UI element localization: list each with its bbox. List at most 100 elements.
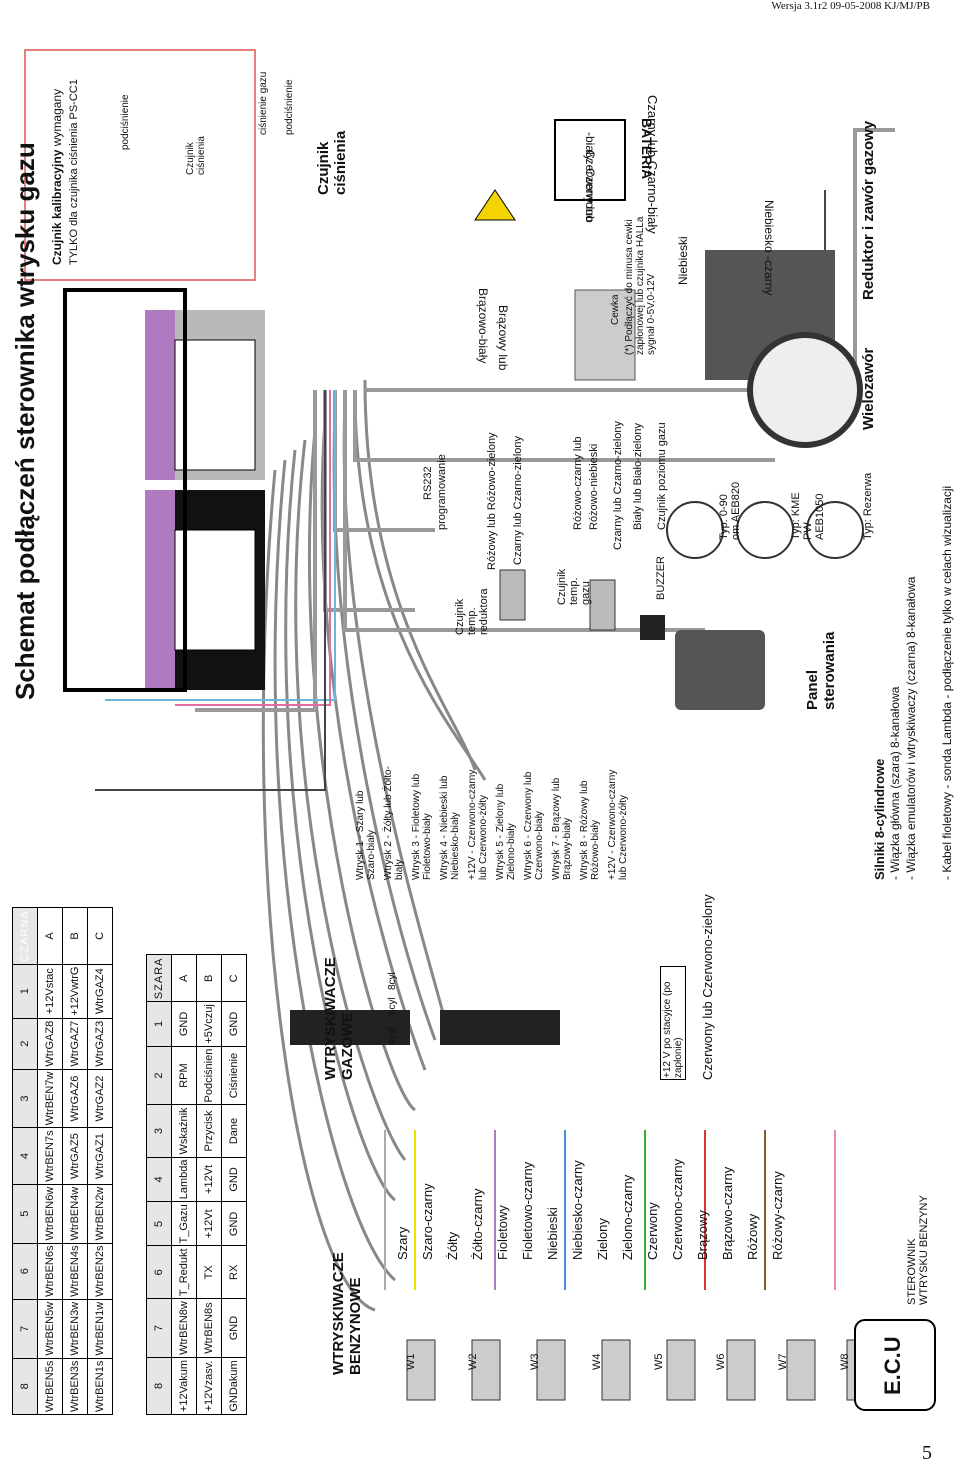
reducer-temp-label: Czujnik temp. reduktora xyxy=(454,588,490,635)
sensor-wire-pink-2: Różowo-czarny lub xyxy=(572,436,584,530)
coil-note: (*) Podłączyć do minusa cewki zapłonowej… xyxy=(624,216,657,355)
battery-icon xyxy=(554,119,626,201)
gas-wire-label: Wtrysk 6 - Czerwony lub Czerwono-biały xyxy=(523,771,545,880)
table-cell: +12Vt xyxy=(196,1157,222,1202)
level-type-2: Typ: KME PW AEB1050 xyxy=(790,492,826,540)
petrol-injector-label: W8 xyxy=(839,1353,851,1371)
table-cell: +12Vakum xyxy=(171,1357,197,1415)
table-cell: +5Vczuj xyxy=(196,1001,222,1047)
panel-label: Panel sterowania xyxy=(804,631,838,710)
legend-line-2: - Wiązka emulatorów i wtryskiwaczy (czar… xyxy=(904,576,918,880)
table-header-cell: 5 xyxy=(12,1184,38,1244)
petrol-wire-label: Żółto-czarny xyxy=(470,1188,485,1260)
table-row-label: C xyxy=(221,955,247,1002)
gas-wire-label: Wtrysk 5 - Zielony lub Zielono-biały xyxy=(495,783,517,880)
petrol-injector-label: W4 xyxy=(591,1353,603,1371)
battery-wire-red-2: Czerwono xyxy=(583,168,597,223)
table-row-label: B xyxy=(62,907,88,965)
plus12-note: +12 V po stacyjce (po zapłonie) xyxy=(660,966,686,1080)
table-name: CZARNA xyxy=(12,907,38,965)
grey-plug xyxy=(145,310,265,480)
gas-wire-label: Wtrysk 4 - Niebieski lub Niebiesko-biały xyxy=(439,775,461,880)
main-bundles xyxy=(195,128,895,712)
cyl-4: 4cyl xyxy=(387,1027,398,1045)
table-header-cell: 1 xyxy=(146,1001,172,1047)
table-cell: Wskaźnik xyxy=(171,1104,197,1158)
petrol-injector-label: W2 xyxy=(467,1353,479,1371)
sensor-wire-white-blue: Biały lub Biało-zielony xyxy=(632,423,644,530)
level-sensor-label: Czujnik poziomu gazu xyxy=(656,422,668,530)
pressure-vacuum-label: podciśnienie xyxy=(284,79,295,135)
petrol-wire-label: Niebieski xyxy=(545,1207,560,1260)
level-type-3: Typ: Rezerwa xyxy=(862,472,874,540)
table-cell: WtrBEN7s xyxy=(37,1127,63,1185)
gas-injectors-label: WTRYSKIWACZE GAZOWE xyxy=(322,957,356,1080)
cyl-6: 6cyl xyxy=(387,997,398,1015)
table-cell: WtrBEN3w xyxy=(62,1299,88,1359)
version-header: Wersja 3.1r2 09-05-2008 KJ/MJ/PB xyxy=(771,0,930,12)
table-row-label: C xyxy=(87,907,113,965)
gas-injector-rails xyxy=(290,1010,560,1045)
petrol-injector-label: W1 xyxy=(405,1353,417,1371)
table-cell: WtrGAZ6 xyxy=(62,1069,88,1128)
petrol-wire-label: Czerwony xyxy=(645,1202,660,1260)
table-header-cell: 8 xyxy=(146,1357,172,1415)
table-header-cell: 4 xyxy=(146,1157,172,1202)
petrol-wire-label: Zielono-czarny xyxy=(620,1174,635,1260)
table-cell: RX xyxy=(221,1245,247,1299)
petrol-injector-label: W6 xyxy=(715,1353,727,1371)
table-cell: WtrBEN7w xyxy=(37,1069,63,1128)
table-cell: WtrBEN5s xyxy=(37,1358,63,1415)
calibration-title-text: Czujnik kalibracyjny xyxy=(50,149,64,265)
table-cell: RPM xyxy=(171,1046,197,1105)
table-cell: +12Vt xyxy=(196,1201,222,1246)
table-header-cell: 3 xyxy=(146,1104,172,1158)
legend-line-3: - Kabel fioletowy - sonda Lambda - podłą… xyxy=(940,485,954,880)
petrol-wire-label: Szaro-czarny xyxy=(420,1183,435,1260)
pressure-gas-label: ciśnienie gazu xyxy=(258,71,269,135)
table-cell: WtrGAZ5 xyxy=(62,1127,88,1185)
page-number: 5 xyxy=(922,1442,932,1464)
petrol-injector-label: W3 xyxy=(529,1353,541,1371)
multivalve-label: Wielozawór xyxy=(860,347,877,430)
table-cell: Ciśnienie xyxy=(221,1046,247,1105)
multivalve-icon xyxy=(747,332,863,448)
table-header-cell: 6 xyxy=(12,1243,38,1300)
gas-wire-label: +12V - Czerwono-czarny lub Czerwono-żółt… xyxy=(467,769,489,880)
table-cell: WtrBEN5w xyxy=(37,1299,63,1359)
gas-wire-label: Wtrysk 1 - Szary lub Szaro-biały xyxy=(355,790,377,880)
table-cell: WtrBEN4s xyxy=(62,1243,88,1300)
table-cell: WtrGAZ8 xyxy=(37,1018,63,1070)
rs232-label: RS232 xyxy=(422,466,434,500)
sensor-wire-black-green: Czarny lub Czarno-zielony xyxy=(512,436,524,565)
table-cell: GND xyxy=(221,1298,247,1358)
table-cell: GND xyxy=(221,1157,247,1202)
table-row-label: B xyxy=(196,955,222,1002)
table-header-cell: 8 xyxy=(12,1358,38,1415)
buzzer-icon xyxy=(640,615,665,640)
gas-wire-label: Wtrysk 7 - Brązowy lub Brązowy-biały xyxy=(551,777,573,880)
battery-label: BATERIA xyxy=(639,118,655,180)
gas-harness-bundles xyxy=(261,379,487,1312)
red-wire-label: Czerwony lub Czerwono-zielony xyxy=(700,894,715,1080)
black-plug xyxy=(145,490,265,690)
table-cell: WtrGAZ2 xyxy=(87,1069,113,1128)
cyl-8: 8cyl xyxy=(387,972,398,990)
table-cell: WtrBEN3s xyxy=(62,1358,88,1415)
table-name: SZARA xyxy=(146,955,172,1002)
table-cell: TX xyxy=(196,1245,222,1299)
sensor-wire-black-green-2: Czarny lub Czarno-zielony xyxy=(612,421,624,550)
petrol-wire-label: Różowy xyxy=(745,1213,760,1260)
table-cell: Lambda xyxy=(171,1157,197,1202)
table-cell: T_Redukt xyxy=(171,1245,197,1299)
calibration-title: Czujnik kalibracyjny wymagany xyxy=(50,89,64,265)
table-header-cell: 5 xyxy=(146,1201,172,1246)
calibration-sensor-label: Czujnik ciśnienia xyxy=(185,136,207,175)
calibration-title-suffix: wymagany xyxy=(50,88,64,147)
